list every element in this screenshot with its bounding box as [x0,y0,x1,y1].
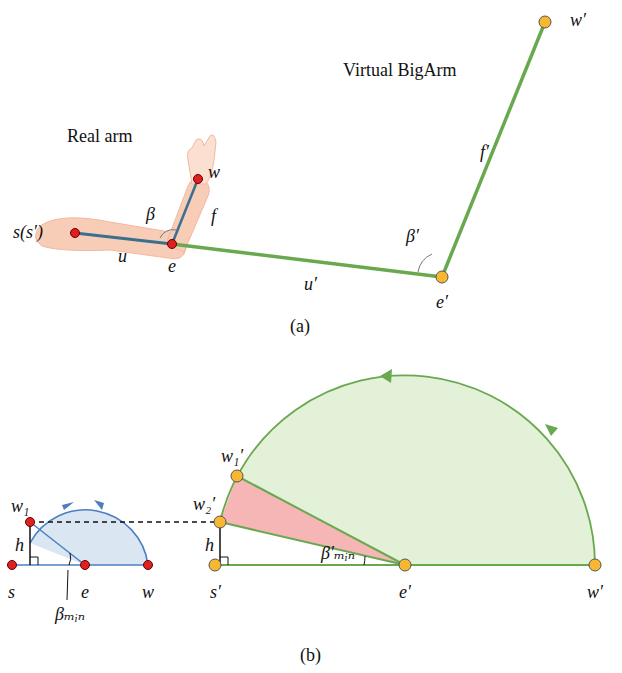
joint-dot [231,470,243,482]
segment-label: u′ [304,275,317,293]
real-workspace [30,510,148,565]
virtual-upper-arm [172,244,442,277]
height-line [29,522,31,565]
point-label: e [81,583,89,601]
segment-label: f′ [480,143,489,161]
virtual-forearm [442,22,545,277]
angle-arc [160,230,176,238]
forearm-line [237,476,405,565]
virtual-arc [220,375,595,565]
angle-arc [69,553,71,565]
arc-arrowhead [62,500,104,510]
angle-label: β′ [406,227,419,245]
angle-label: βₘᵢₙ [55,605,85,623]
joint-dot [214,516,226,528]
point-label: s(s′) [13,223,43,241]
point-label: w₁ [11,497,29,515]
arc-arrowhead [380,369,558,436]
point-label: s′ [210,583,221,601]
segment-label: u [118,247,127,265]
part-name: Virtual BigArm [343,61,456,79]
joint-dot [209,559,221,571]
joint-dot [8,561,17,570]
angle-label: β′ₘᵢₙ [321,544,355,562]
point-label: w′ [587,583,603,601]
panel-label: (b) [300,646,321,664]
leader-line [67,570,68,600]
excluded-sector [220,476,405,565]
dimension-label: h [205,536,214,554]
real-arc [30,510,148,565]
point-label: w [142,583,154,601]
joint-dot [81,561,90,570]
joint-dot [194,175,203,184]
angle-arc [364,556,365,565]
right-angle [30,557,38,565]
joint-dot [144,561,153,570]
dimension-label: h [15,536,24,554]
forearm-line [30,522,85,565]
point-label: w′ [570,11,586,29]
panel-label: (a) [290,317,310,335]
point-label: e′ [436,293,448,311]
arm-illustration [35,135,216,259]
point-label: e [168,257,176,275]
joint-dot [436,271,448,283]
point-label: w [208,163,220,181]
joint-dot [26,518,35,527]
dashed-line [30,521,220,522]
point-label: s [8,583,15,601]
joint-dot [168,240,177,249]
point-label: e′ [399,583,411,601]
segment-label: f [211,207,216,225]
virtual-workspace [220,375,595,565]
forearm-line [220,522,405,565]
joint-dot [399,559,411,571]
point-label: w₁′ [221,447,243,465]
angle-label: β [146,205,155,223]
joint-dot [539,16,551,28]
joint-dot [589,559,601,571]
joint-dot [71,229,80,238]
part-name: Real arm [67,127,132,145]
point-label: w₂′ [193,495,215,513]
angle-arc [418,254,432,272]
